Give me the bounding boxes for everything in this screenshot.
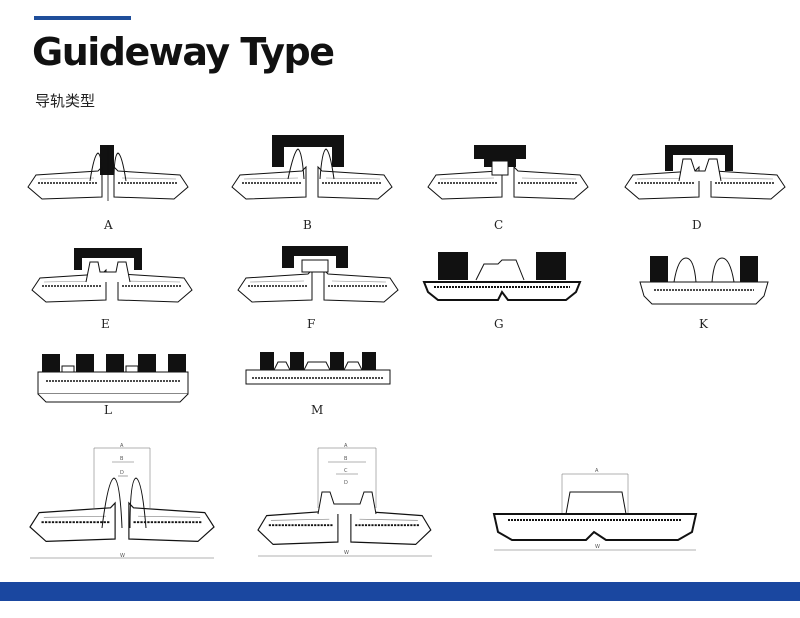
dim-w-1: W: [120, 553, 125, 559]
dim-d-2: D: [344, 480, 348, 486]
label-g: G: [494, 317, 504, 331]
label-d: D: [692, 218, 702, 232]
label-a: A: [103, 218, 113, 232]
guideway-type-b: [231, 135, 393, 200]
dim-d-1: D: [120, 470, 124, 476]
footer-bar: [0, 582, 800, 601]
label-b: B: [303, 218, 312, 232]
guideway-type-k: [639, 256, 769, 305]
dimension-drawing-2: [257, 447, 432, 557]
label-l: L: [104, 403, 112, 417]
guideway-type-c: [427, 145, 589, 200]
dim-b-1: B: [120, 456, 124, 462]
dim-a-2: A: [344, 443, 348, 449]
dim-c-2: C: [344, 468, 348, 474]
page-title: Guideway Type: [32, 30, 335, 74]
type-labels: A B C D E F G K L M: [101, 218, 709, 417]
label-e: E: [101, 317, 110, 331]
dim-a-1: A: [120, 443, 124, 449]
dimension-drawing-1: [29, 447, 215, 559]
label-k: K: [699, 317, 709, 331]
guideway-type-m: [245, 352, 391, 385]
guideway-type-f: [237, 246, 399, 303]
guideway-type-a: [27, 145, 189, 201]
page-subtitle: 导轨类型: [35, 92, 96, 110]
label-f: F: [307, 317, 315, 331]
guideway-type-d: [624, 145, 786, 200]
dim-w-3: W: [595, 544, 600, 550]
label-c: C: [494, 218, 503, 232]
guideway-type-l: [37, 354, 189, 403]
dim-w-2: W: [344, 550, 349, 556]
dimension-drawing-3: [492, 473, 698, 551]
label-m: M: [311, 403, 323, 417]
guideway-type-g: [422, 252, 582, 301]
title-accent-bar: [34, 16, 131, 20]
dimension-labels: A B D W A B C D W A W: [120, 443, 600, 559]
dim-a-3: A: [595, 468, 599, 474]
guideway-type-e: [31, 248, 193, 303]
dim-b-2: B: [344, 456, 348, 462]
